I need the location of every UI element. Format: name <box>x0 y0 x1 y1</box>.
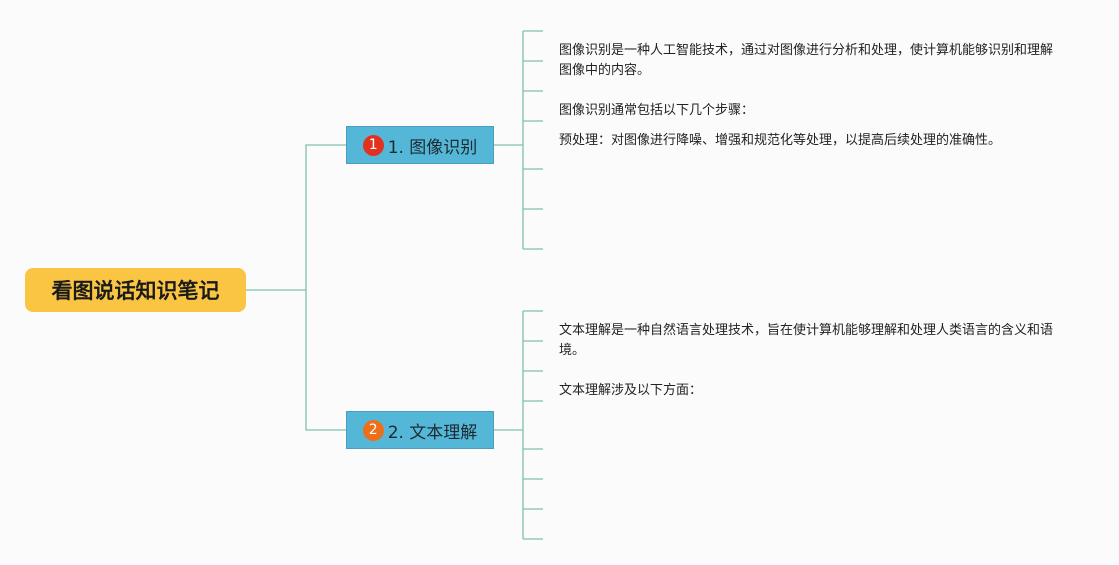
subtopic-image-recognition-steps[interactable]: 图像识别通常包括以下几个步骤： <box>559 103 755 118</box>
topic-1-slots <box>523 30 543 250</box>
subtopic-text-understanding-aspects[interactable]: 文本理解涉及以下方面： <box>559 383 703 398</box>
topic-image-recognition[interactable]: 1 1. 图像识别 <box>346 126 494 164</box>
root-to-topic-1-connector <box>305 144 346 290</box>
subtopic-text-understanding-definition[interactable]: 文本理解是一种自然语言处理技术，旨在使计算机能够理解和处理人类语言的含义和语境。 <box>559 323 1054 358</box>
subtopic-image-recognition-definition[interactable]: 图像识别是一种人工智能技术，通过对图像进行分析和处理，使计算机能够识别和理解图像… <box>559 43 1054 78</box>
topic-2-slots <box>523 310 543 540</box>
priority-2-marker-icon: 2 <box>362 419 384 441</box>
topic-label: 1. 图像识别 <box>387 137 478 158</box>
root-label: 看图说话知识笔记 <box>51 279 220 303</box>
priority-1-marker-icon: 1 <box>362 134 384 156</box>
topic-text-understanding[interactable]: 2 2. 文本理解 <box>346 411 494 449</box>
root-node[interactable]: 看图说话知识笔记 <box>25 268 246 312</box>
topic-label: 2. 文本理解 <box>387 422 478 443</box>
subtopic-image-recognition-preprocessing[interactable]: 预处理：对图像进行降噪、增强和规范化等处理，以提高后续处理的准确性。 <box>559 133 1002 148</box>
root-to-topic-2-connector <box>305 290 346 431</box>
